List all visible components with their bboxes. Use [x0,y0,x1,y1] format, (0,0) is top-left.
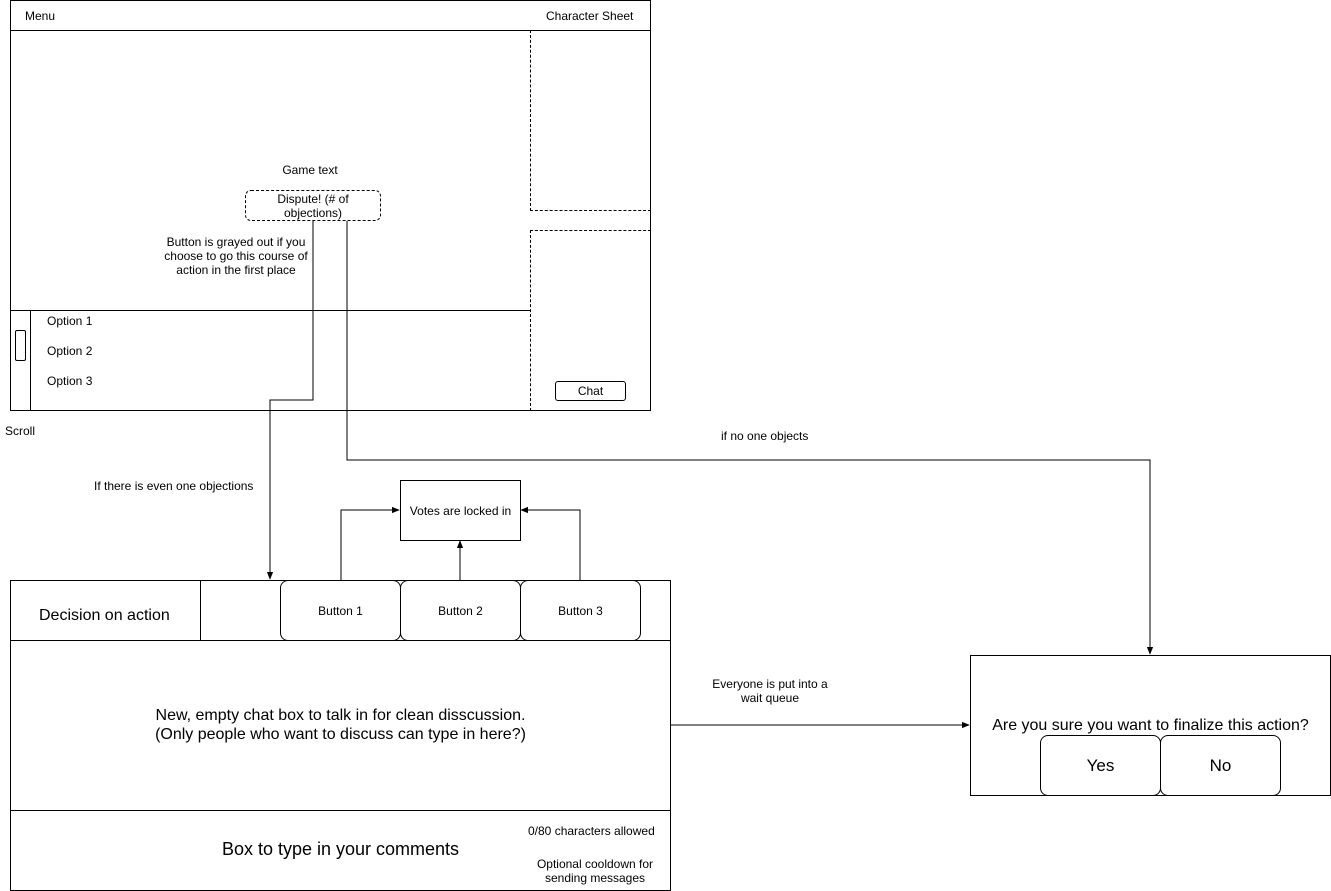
yes-button[interactable]: Yes [1040,735,1161,796]
chat-side-panel [530,230,651,411]
header-divider [10,640,671,641]
dispute-note: Button is grayed out if you choose to go… [164,235,308,277]
confirm-question: Are you sure you want to finalize this a… [992,717,1309,734]
vote-button-3[interactable]: Button 3 [520,580,641,641]
character-sheet-button[interactable]: Character Sheet [546,9,634,23]
discussion-chat-box: New, empty chat box to talk in for clean… [11,706,670,744]
char-limit-counter: 0/80 characters allowed [528,824,655,838]
decision-title-divider [200,580,201,641]
objection-label: If there is even one objections [94,479,254,493]
vote-button-1[interactable]: Button 1 [280,580,401,641]
options-divider [10,310,530,311]
option-3[interactable]: Option 3 [47,374,93,388]
option-2[interactable]: Option 2 [47,344,93,358]
scrollbar-thumb[interactable] [15,330,26,361]
scrollbar-track[interactable] [30,310,31,411]
game-text: Game text [282,163,338,177]
button1-vote-arrow [340,506,400,580]
scroll-label: Scroll [5,424,36,438]
vote-button-2[interactable]: Button 2 [400,580,521,641]
menu-button[interactable]: Menu [25,9,56,23]
top-bar-divider [10,30,651,31]
dispute-button[interactable]: Dispute! (# of objections) [245,190,381,221]
chat-box-line-1: New, empty chat box to talk in for clean… [155,707,526,724]
cooldown-note: Optional cooldown for sending messages [536,857,654,885]
no-button[interactable]: No [1160,735,1281,796]
no-objection-label: if no one objects [721,429,809,443]
wait-queue-label: Everyone is put into a wait queue [712,677,828,705]
comment-divider [10,810,671,811]
side-panel-top [530,30,651,211]
option-1[interactable]: Option 1 [47,314,93,328]
button3-vote-arrow [520,506,581,580]
no-objection-arrow [346,221,1154,655]
votes-locked-box: Votes are locked in [400,480,521,541]
chat-button[interactable]: Chat [555,381,626,401]
comment-input[interactable]: Box to type in your comments [221,839,460,859]
chat-box-line-2: (Only people who want to discuss can typ… [155,726,526,743]
decision-title: Decision on action [39,607,170,624]
